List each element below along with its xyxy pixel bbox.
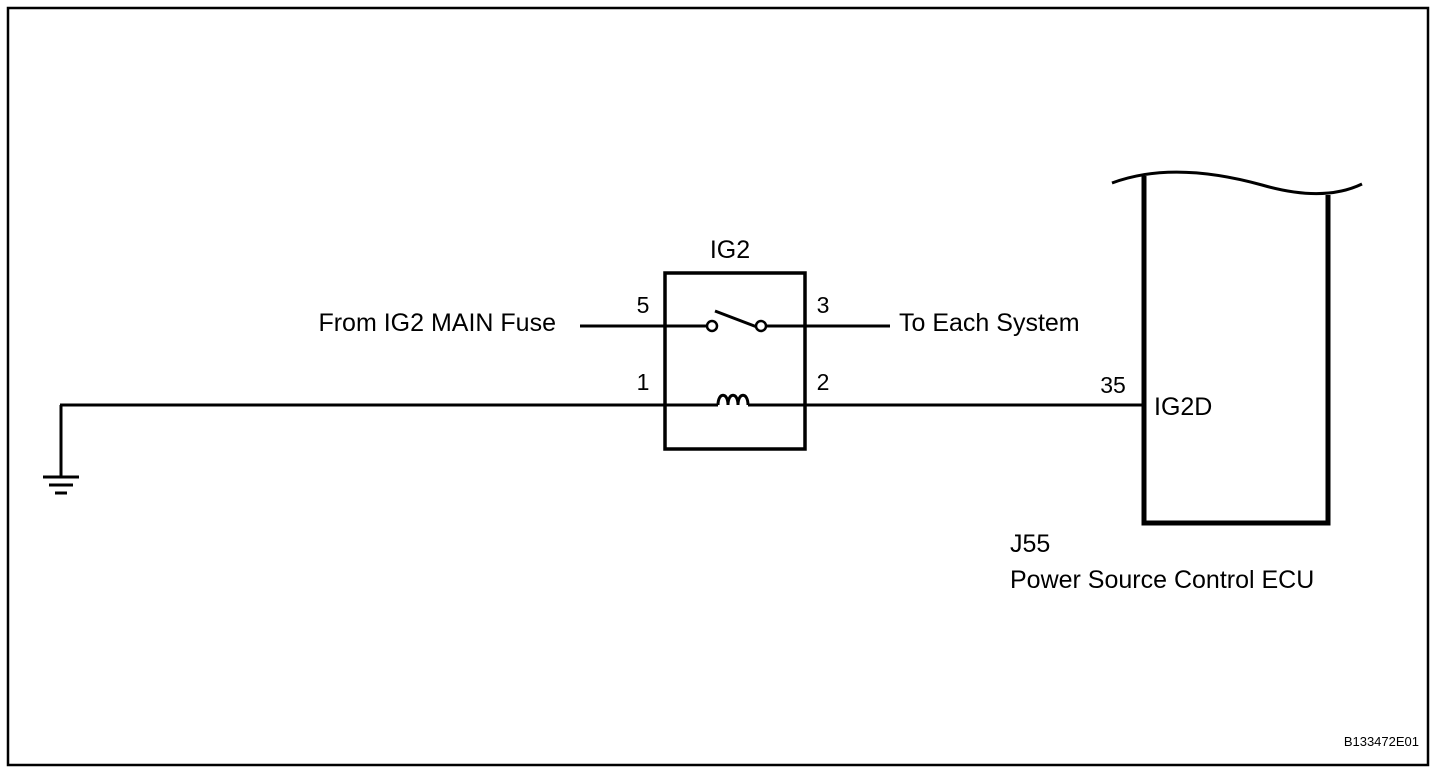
ground-symbol (43, 405, 79, 495)
switch-contact-right (754, 319, 768, 333)
pin-5-label: 5 (637, 292, 650, 318)
diagram-frame (6, 6, 1430, 767)
ig2-relay (663, 271, 807, 451)
ecu-name-label: Power Source Control ECU (1010, 566, 1314, 594)
ecu-connector-label: J55 (1010, 530, 1050, 558)
relay-name-label: IG2 (710, 236, 750, 264)
pin-1-label: 1 (637, 369, 650, 395)
ecu-outline (1111, 170, 1363, 526)
coil-icon (716, 393, 750, 406)
switch-contact-left (705, 319, 719, 333)
switch-blade (714, 309, 758, 329)
pin-2-label: 2 (817, 369, 830, 395)
ecu-pin-label: 35 (1100, 372, 1126, 398)
pin-3-label: 3 (817, 292, 830, 318)
from-fuse-label: From IG2 MAIN Fuse (318, 309, 556, 337)
ecu-terminal-label: IG2D (1154, 393, 1212, 421)
figure-id-label: B133472E01 (1344, 734, 1419, 749)
to-system-label: To Each System (899, 309, 1080, 337)
